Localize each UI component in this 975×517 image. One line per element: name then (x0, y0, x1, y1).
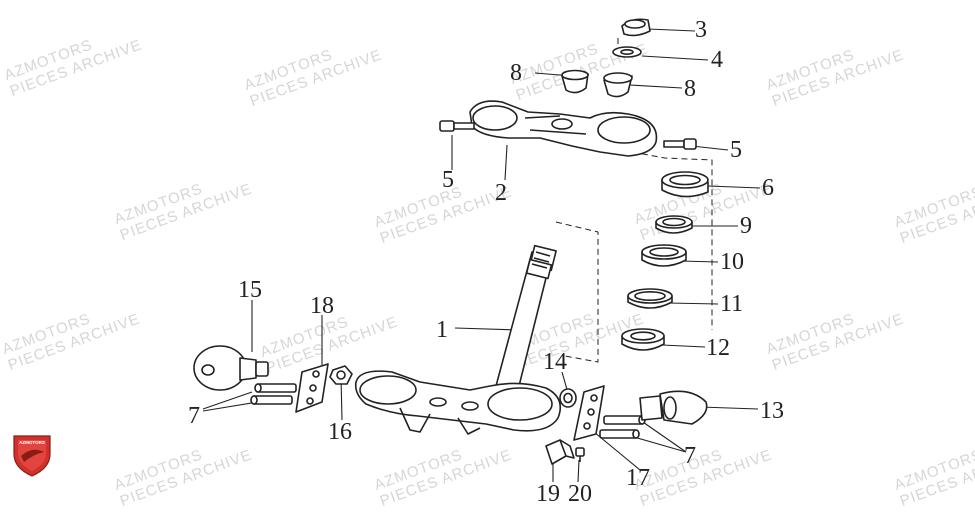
callout-11: 11 (720, 291, 744, 317)
leader-lines (202, 28, 761, 483)
callout-8-left: 8 (510, 60, 522, 86)
callout-12: 12 (706, 335, 730, 361)
callout-13: 13 (760, 398, 784, 424)
upper-bearing (641, 244, 687, 267)
callout-6: 6 (762, 175, 774, 201)
right-bracket (573, 385, 605, 441)
callout-10: 10 (720, 249, 744, 275)
left-indicator-light (193, 345, 269, 391)
top-nut (621, 18, 651, 37)
callout-18: 18 (310, 293, 334, 319)
azmotors-logo: AZMOTORS (13, 435, 51, 477)
callout-7-left: 7 (188, 403, 200, 429)
callout-17: 17 (626, 465, 650, 491)
lower-bearing (627, 288, 673, 309)
upper-triple-clamp (469, 100, 658, 157)
left-bracket (295, 363, 329, 413)
clip-nut (545, 439, 575, 465)
callout-16: 16 (328, 419, 352, 445)
right-spacer (559, 388, 577, 408)
lower-triple-clamp (354, 370, 562, 435)
small-screw (575, 447, 585, 462)
clamp-bolt-right (663, 138, 697, 150)
callout-15: 15 (238, 277, 262, 303)
callout-1: 1 (436, 317, 448, 343)
callout-5-right: 5 (730, 137, 742, 163)
washer (612, 46, 642, 58)
left-nut (329, 365, 353, 385)
callout-4: 4 (711, 47, 723, 73)
top-plug-left (561, 69, 589, 94)
upper-race (655, 215, 693, 234)
callout-9: 9 (740, 213, 752, 239)
callout-19: 19 (536, 481, 560, 507)
dust-seal (661, 171, 709, 198)
callout-5-left: 5 (442, 167, 454, 193)
callout-2: 2 (495, 180, 507, 206)
clamp-bolt-left (439, 120, 475, 132)
callout-14: 14 (543, 349, 567, 375)
top-plug-right (603, 72, 633, 98)
callout-7-right: 7 (684, 443, 696, 469)
callout-3: 3 (695, 17, 707, 43)
right-indicator-light (639, 390, 708, 425)
logo-text: AZMOTORS (19, 440, 45, 445)
callout-20: 20 (568, 481, 592, 507)
left-bolts (250, 383, 297, 405)
callout-8-right: 8 (684, 76, 696, 102)
lower-race (621, 328, 665, 351)
right-bolts (599, 415, 646, 439)
